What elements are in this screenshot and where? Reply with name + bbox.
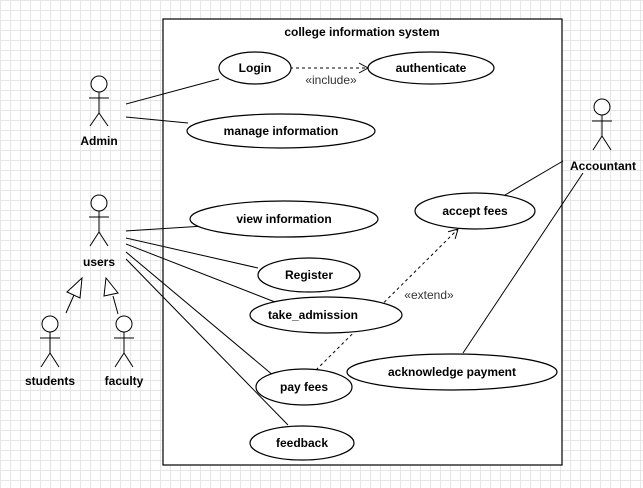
actor-admin[interactable]: Admin <box>80 75 118 148</box>
use-case-login-label: Login <box>239 61 272 75</box>
actor-faculty[interactable]: faculty <box>105 315 144 388</box>
use-case-acknowledge-payment-label: acknowledge payment <box>388 365 516 379</box>
assoc-users-take-admission <box>125 243 276 303</box>
use-case-feedback[interactable]: feedback <box>249 425 355 461</box>
extend-relationship: «extend» <box>315 228 459 371</box>
use-case-accept-fees-label: accept fees <box>442 204 508 218</box>
use-case-manage-information-label: manage information <box>224 124 339 138</box>
use-case-register[interactable]: Register <box>257 257 361 293</box>
actor-users-head <box>90 194 108 212</box>
associations <box>125 78 584 426</box>
extend-label: «extend» <box>404 288 454 302</box>
system-boundary[interactable]: college information system <box>162 18 563 466</box>
generalizations <box>65 276 119 315</box>
generalization-faculty-users <box>112 295 119 315</box>
assoc-accountant-acknowledge-payment <box>462 172 584 354</box>
use-case-login[interactable]: Login <box>218 51 292 85</box>
actor-students-label: students <box>25 374 75 388</box>
use-case-register-label: Register <box>285 268 333 282</box>
use-case-feedback-label: feedback <box>276 436 328 450</box>
actor-users[interactable]: users <box>83 194 115 269</box>
system-title: college information system <box>284 25 439 39</box>
use-case-view-information-label: view information <box>236 212 331 226</box>
assoc-users-register <box>125 237 259 269</box>
actor-accountant-label: Accountant <box>570 159 636 173</box>
generalization-arrowhead-students <box>66 276 83 299</box>
actor-students-head <box>41 315 59 333</box>
generalization-students-users <box>65 294 75 314</box>
assoc-users-pay-fees <box>125 251 275 377</box>
actor-accountant[interactable]: Accountant <box>570 98 636 173</box>
assoc-admin-manage-information <box>125 116 189 124</box>
use-case-view-information[interactable]: view information <box>189 200 379 238</box>
actor-accountant-head <box>593 98 611 116</box>
actor-users-label: users <box>83 255 115 269</box>
use-case-accept-fees[interactable]: accept fees <box>414 192 536 230</box>
use-case-acknowledge-payment[interactable]: acknowledge payment <box>346 353 558 391</box>
use-case-take-admission-label: take_admission <box>268 308 358 322</box>
use-case-pay-fees[interactable]: pay fees <box>255 368 353 406</box>
include-label: «include» <box>305 73 357 87</box>
assoc-users-feedback <box>125 258 289 426</box>
use-case-authenticate[interactable]: authenticate <box>367 51 495 85</box>
assoc-accountant-accept-fees <box>504 160 564 196</box>
use-case-authenticate-label: authenticate <box>396 61 467 75</box>
actor-admin-head <box>90 75 108 93</box>
actor-faculty-label: faculty <box>105 374 144 388</box>
use-case-manage-information[interactable]: manage information <box>186 113 376 149</box>
actor-students[interactable]: students <box>25 315 75 388</box>
use-case-pay-fees-label: pay fees <box>280 380 328 394</box>
include-relationship: «include» <box>290 62 370 87</box>
actor-admin-label: Admin <box>80 134 117 148</box>
actor-faculty-head <box>115 315 133 333</box>
use-case-take-admission[interactable]: take_admission <box>249 296 403 334</box>
assoc-admin-login <box>125 78 220 105</box>
generalization-arrowhead-faculty <box>103 276 119 297</box>
